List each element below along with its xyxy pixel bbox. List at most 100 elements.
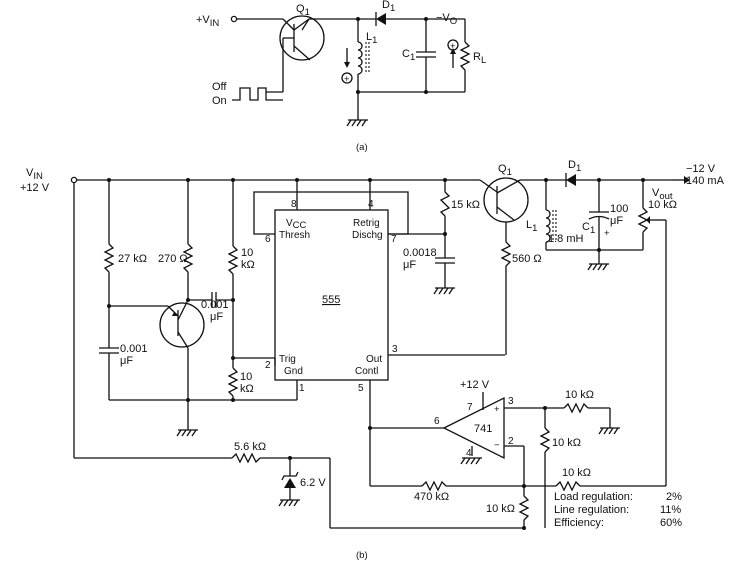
pin-2: 2 xyxy=(265,360,271,371)
label-10k-f: 10 kΩ xyxy=(562,467,591,479)
ic-trig-label: Trig xyxy=(279,354,296,365)
label-10k-b-2: kΩ xyxy=(240,383,254,395)
zener-label: 6.2 V xyxy=(300,477,326,489)
opamp-label: 741 xyxy=(474,423,492,435)
q1-label-a: Q1 xyxy=(296,3,310,18)
inductor-l1-b xyxy=(545,209,557,243)
label-c-left-2: μF xyxy=(120,355,133,367)
label-0018-1: 0.0018 xyxy=(403,247,437,259)
potentiometer-10k xyxy=(637,207,649,233)
label-10k-b-1: 10 xyxy=(240,371,252,383)
label-10k-c: 10 kΩ xyxy=(565,389,594,401)
op-pin-3: 3 xyxy=(508,396,514,407)
l1-label-b: L1 xyxy=(526,219,537,234)
label-560: 560 Ω xyxy=(512,253,542,265)
q1-transistor-a xyxy=(279,15,358,92)
ic-555 xyxy=(274,209,389,381)
pin-4: 4 xyxy=(368,199,374,210)
ground-0018 xyxy=(433,287,455,295)
capacitor-0001-left xyxy=(99,347,119,354)
jfet-transistor xyxy=(159,299,205,400)
vo-label-a: −VO xyxy=(436,12,457,27)
c1-label-b: C1 xyxy=(582,221,595,236)
l1-value-b: 1.8 mH xyxy=(548,233,584,245)
vin-label-a: +VIN xyxy=(196,14,219,29)
ic-name: 555 xyxy=(322,294,340,306)
ic-thresh-label: Thresh xyxy=(279,230,310,241)
vin-value-b: +12 V xyxy=(20,182,50,194)
opamp-741 xyxy=(442,396,505,460)
l1-label-a: L1 xyxy=(366,31,377,46)
label-27k: 27 kΩ xyxy=(118,253,147,265)
off-label: Off xyxy=(212,81,227,93)
spec-eff: Efficiency: xyxy=(554,517,604,529)
ic-contl-label: Contl xyxy=(355,366,378,377)
output-current: 140 mA xyxy=(686,175,725,187)
c1-label-a: C1 xyxy=(402,48,415,63)
ic-dischg-label: Dischg xyxy=(352,230,383,241)
ground-opamp xyxy=(460,457,482,465)
resistor-270 xyxy=(182,243,194,273)
output-arrow xyxy=(684,176,690,184)
capacitor-0018 xyxy=(435,257,455,264)
op-pin-2: 2 xyxy=(508,436,514,447)
on-label: On xyxy=(212,95,227,107)
diode-d1-b xyxy=(565,173,576,187)
ic-out-label: Out xyxy=(366,354,382,365)
caption-b: (b) xyxy=(356,550,368,561)
resistor-10k-b xyxy=(227,367,239,397)
ground-ref xyxy=(598,427,620,435)
ground-left xyxy=(176,429,198,437)
vout-label: Vout xyxy=(652,187,673,202)
svg-text:+: + xyxy=(604,228,610,239)
resistor-27k xyxy=(103,243,115,273)
resistor-10k-c xyxy=(563,402,589,414)
label-470k: 470 kΩ xyxy=(414,491,449,503)
pulse-waveform xyxy=(232,87,283,101)
pin-8: 8 xyxy=(291,199,297,210)
label-c-top-1: 0.001 xyxy=(201,299,229,311)
label-10k-d: 10 kΩ xyxy=(552,437,581,449)
resistor-10k-d xyxy=(539,427,551,453)
q1-label-b: Q1 xyxy=(498,163,512,178)
ground-a xyxy=(346,119,368,127)
label-c-left-1: 0.001 xyxy=(120,343,148,355)
label-pot: 10 kΩ xyxy=(648,199,677,211)
vin-label-b: VIN xyxy=(26,167,43,182)
resistor-5k6 xyxy=(231,452,261,464)
label-10k-e: 10 kΩ xyxy=(486,503,515,515)
svg-text:+: + xyxy=(450,41,456,52)
opamp-vcc: +12 V xyxy=(460,379,490,391)
d1-label-b: D1 xyxy=(568,159,581,174)
vin-terminal-b xyxy=(70,176,78,184)
resistor-10k-a xyxy=(227,245,239,275)
resistor-10k-f xyxy=(555,480,581,492)
label-5k6: 5.6 kΩ xyxy=(234,441,266,453)
label-10k-a-1: 10 xyxy=(241,247,253,259)
label-15k: 15 kΩ xyxy=(451,199,480,211)
ic-vcc-label: VCC xyxy=(286,218,307,231)
label-c100-1: 100 xyxy=(610,203,628,215)
label-c100-2: μF xyxy=(610,215,623,227)
pin-7: 7 xyxy=(391,234,397,245)
ground-zener xyxy=(278,499,300,507)
resistor-560 xyxy=(500,241,512,267)
capacitor-c1-b xyxy=(588,211,610,220)
op-pin-6: 6 xyxy=(434,416,440,427)
inductor-l1-a xyxy=(357,41,370,75)
spec-line-value: 11% xyxy=(660,504,681,516)
diode-d1-a xyxy=(375,12,386,26)
spec-load: Load regulation: xyxy=(554,491,633,503)
resistor-470k xyxy=(421,480,447,492)
label-270: 270 Ω xyxy=(158,253,188,265)
figure-a: +VIN Q1 Off On D1 − xyxy=(196,0,486,153)
q1-transistor-b xyxy=(479,177,529,242)
zener-diode xyxy=(281,471,299,488)
ic-retrig-label: Retrig xyxy=(353,218,380,229)
output-voltage: −12 V xyxy=(686,163,716,175)
svg-text:+: + xyxy=(494,404,500,415)
label-0018-2: μF xyxy=(403,259,416,271)
rl-label: RL xyxy=(473,51,486,66)
resistor-15k xyxy=(439,191,451,217)
